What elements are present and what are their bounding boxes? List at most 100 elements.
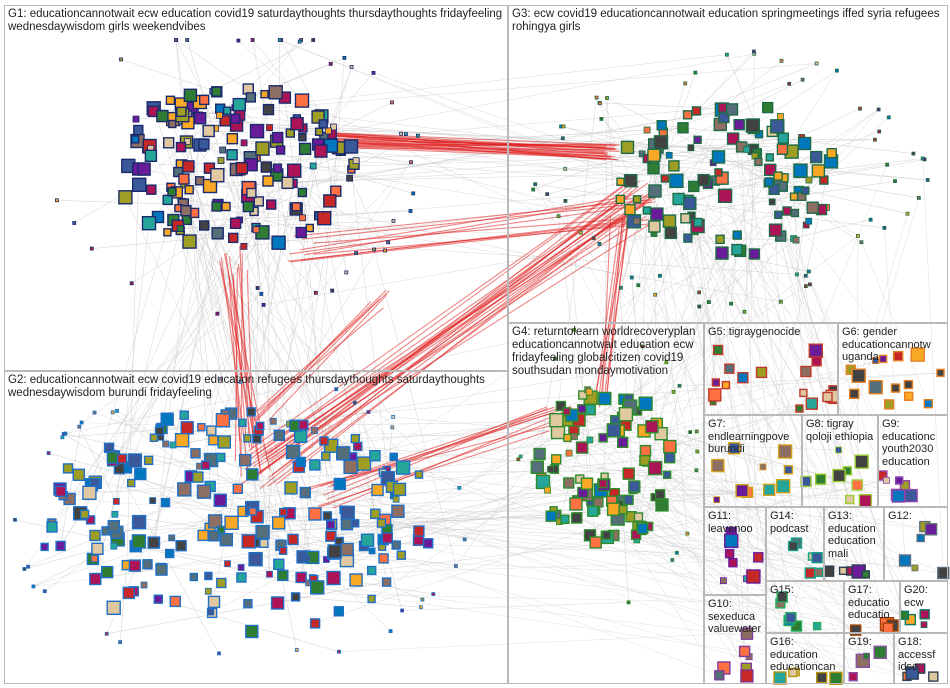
edge-gray: [201, 394, 583, 428]
vertex-node: [787, 540, 799, 552]
ring-node: [42, 589, 47, 594]
vertex-node: [643, 126, 651, 134]
vertex-node: [682, 110, 693, 120]
vertex-node: [266, 570, 273, 578]
vertex-node: [319, 436, 329, 446]
vertex-node: [413, 525, 425, 537]
ring-node: [297, 39, 302, 44]
ring-node: [457, 485, 462, 490]
vertex-node: [290, 592, 301, 602]
vertex-node: [326, 570, 341, 586]
edge-red: [228, 275, 241, 442]
vertex-node: [637, 522, 649, 535]
edge-gray: [621, 500, 856, 631]
ring-node: [779, 58, 784, 63]
vertex-node: [371, 483, 384, 497]
edge-red: [240, 218, 658, 485]
ring-node: [893, 179, 897, 184]
vertex-node: [142, 559, 153, 570]
edge-gray: [593, 238, 916, 569]
edge-gray: [884, 227, 906, 561]
vertex-node: [724, 549, 735, 559]
vertex-node: [207, 514, 223, 529]
vertex-node: [240, 242, 248, 250]
vertex-node: [647, 162, 660, 175]
ring-node: [598, 101, 602, 106]
vertex-node: [624, 203, 636, 216]
edge-gray: [696, 51, 755, 112]
ring-node: [22, 567, 27, 571]
ring-node: [545, 192, 550, 197]
vertex-node: [184, 184, 194, 195]
ring-node: [697, 290, 701, 295]
edge-red: [289, 206, 630, 255]
vertex-node: [891, 489, 906, 503]
vertex-node: [160, 497, 171, 508]
ring-node: [729, 301, 733, 306]
edge-red: [268, 294, 388, 421]
edge-red: [329, 140, 608, 155]
vertex-node: [381, 577, 392, 587]
vertex-node: [352, 157, 360, 165]
ring-node: [685, 531, 690, 536]
edge-gray: [922, 158, 944, 574]
ring-node: [236, 38, 241, 43]
edge-gray: [574, 436, 813, 557]
ring-node: [778, 299, 783, 304]
ring-node: [752, 49, 756, 54]
edge-gray: [642, 199, 690, 347]
vertex-node: [318, 119, 328, 129]
ring-node: [795, 272, 799, 277]
vertex-node: [562, 407, 571, 416]
vertex-node: [323, 194, 337, 208]
vertex-node: [262, 175, 274, 187]
vertex-node: [369, 450, 381, 462]
vertex-node: [360, 533, 375, 547]
vertex-node: [677, 122, 689, 134]
edge-gray: [402, 602, 629, 611]
ring-node: [453, 564, 458, 568]
vertex-node: [585, 388, 593, 396]
group-label-g20: G20: ecw: [904, 584, 928, 609]
vertex-node: [91, 555, 98, 563]
edge-red: [299, 196, 626, 251]
vertex-node: [322, 511, 333, 521]
vertex-node: [653, 135, 669, 150]
ring-node: [313, 290, 318, 295]
vertex-node: [248, 507, 257, 516]
ring-node: [77, 424, 82, 429]
edge-gray: [302, 127, 754, 150]
ring-node: [366, 410, 371, 414]
vertex-node: [165, 95, 176, 106]
vertex-node: [62, 463, 74, 474]
vertex-node: [850, 624, 862, 636]
edge-gray: [672, 478, 821, 561]
vertex-node: [777, 444, 793, 459]
vertex-node: [763, 483, 776, 496]
vertex-node: [235, 161, 249, 175]
vertex-node: [714, 168, 723, 177]
vertex-node: [656, 119, 667, 131]
vertex-node: [660, 174, 669, 183]
vertex-node: [530, 460, 544, 474]
vertex-node: [175, 540, 187, 552]
vertex-node: [216, 452, 226, 463]
ring-node: [629, 275, 634, 280]
edge-gray: [464, 398, 629, 540]
vertex-node: [219, 146, 227, 154]
ring-node: [403, 132, 408, 137]
edge-gray: [599, 102, 733, 110]
group-box-g1: G1: educationcannotwait ecw education co…: [4, 5, 508, 371]
vertex-node: [669, 173, 684, 189]
vertex-node: [118, 190, 133, 205]
vertex-node: [217, 157, 225, 165]
vertex-node: [768, 198, 776, 206]
vertex-node: [732, 230, 742, 240]
vertex-node: [720, 577, 727, 585]
vertex-node: [711, 150, 726, 164]
vertex-node: [910, 347, 925, 362]
edge-gray: [251, 186, 314, 580]
vertex-node: [575, 441, 589, 454]
group-box-g15: G15:: [766, 581, 844, 633]
